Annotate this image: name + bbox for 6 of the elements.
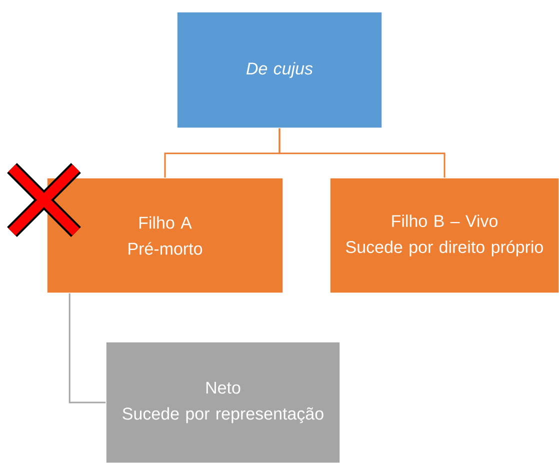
root-box: De cujus bbox=[176, 12, 382, 128]
person-box: Neto Sucede por representação bbox=[106, 342, 340, 463]
connector bbox=[278, 128, 446, 178]
person-box: Filho B – Vivo Sucede por direito próprio bbox=[330, 178, 559, 294]
person-box: Filho A Pré-morto bbox=[46, 178, 284, 294]
connector bbox=[68, 293, 106, 404]
